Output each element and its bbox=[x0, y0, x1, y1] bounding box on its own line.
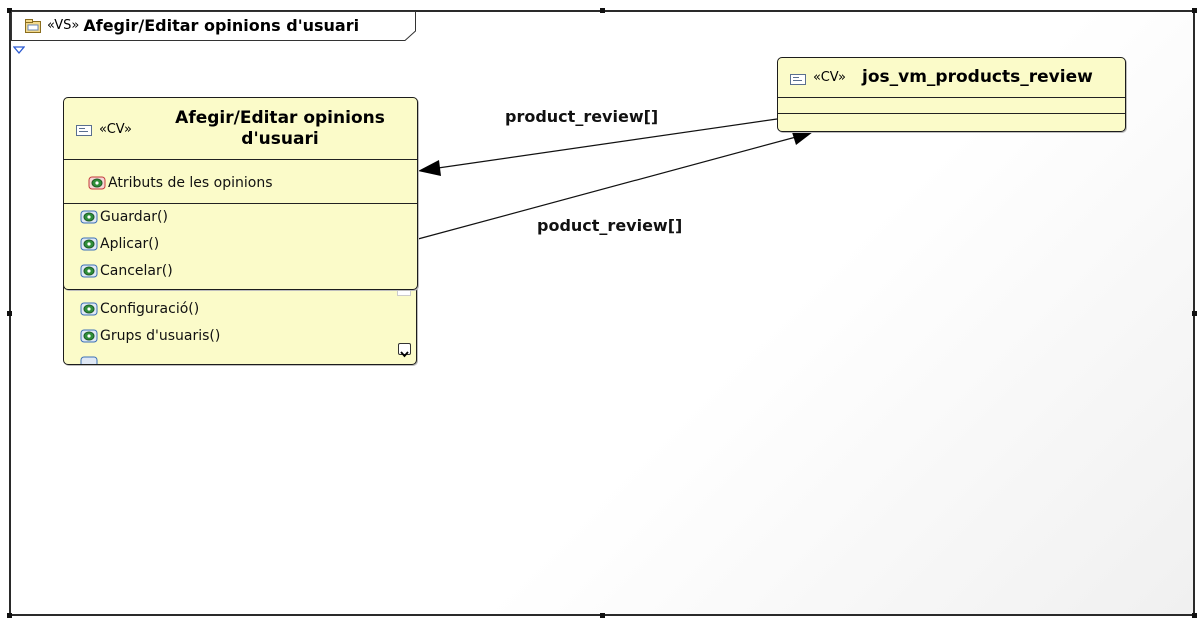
selection-handle[interactable] bbox=[7, 613, 12, 618]
class-view-icon bbox=[76, 125, 92, 136]
class-box-main[interactable]: «CV» Afegir/Editar opinions d'usuari Atr… bbox=[63, 97, 418, 290]
edge-poduct-review[interactable] bbox=[417, 136, 797, 240]
operation-label: Guardar() bbox=[100, 209, 168, 225]
selection-handle[interactable] bbox=[1192, 613, 1197, 618]
selection-handle[interactable] bbox=[1192, 8, 1197, 13]
operation-icon bbox=[80, 302, 98, 316]
operation-icon bbox=[80, 210, 98, 224]
operation-row[interactable]: Aplicar() bbox=[80, 234, 159, 254]
collapse-triangle-icon[interactable] bbox=[13, 45, 25, 55]
operation-label: Aplicar() bbox=[100, 236, 160, 252]
arrowhead-icon bbox=[418, 160, 441, 176]
arrowhead-icon bbox=[791, 129, 813, 145]
attribute-icon bbox=[88, 176, 106, 190]
selection-handle[interactable] bbox=[1192, 311, 1197, 316]
compartment-divider bbox=[778, 97, 1125, 98]
selection-handle[interactable] bbox=[600, 8, 605, 13]
class-box-behind[interactable]: Configuració() Grups d'usuaris() bbox=[63, 280, 417, 365]
class-view-icon bbox=[790, 74, 806, 85]
operation-icon bbox=[80, 356, 98, 364]
class-box-products-review[interactable]: «CV» jos_vm_products_review bbox=[777, 57, 1126, 132]
operation-icon bbox=[80, 329, 98, 343]
compartment-divider bbox=[64, 203, 417, 204]
operation-icon bbox=[80, 237, 98, 251]
attribute-label: Atributs de les opinions bbox=[108, 175, 273, 191]
operation-label: Configuració() bbox=[100, 301, 200, 317]
attribute-row[interactable]: Atributs de les opinions bbox=[88, 173, 273, 193]
compartment-divider bbox=[778, 113, 1125, 114]
operation-row[interactable]: Guardar() bbox=[80, 207, 168, 227]
class-title: jos_vm_products_review bbox=[862, 67, 1093, 87]
view-title: Afegir/Editar opinions d'usuari bbox=[83, 16, 360, 35]
operation-icon bbox=[80, 264, 98, 278]
class-stereotype: «CV» bbox=[99, 122, 132, 137]
operation-row[interactable]: Configuració() bbox=[80, 299, 199, 319]
selection-handle[interactable] bbox=[7, 8, 12, 13]
class-title-line1: Afegir/Editar opinions bbox=[175, 108, 385, 128]
edge-label-poduct-review[interactable]: poduct_review[] bbox=[537, 216, 683, 235]
edge-label-product-review[interactable]: product_review[] bbox=[505, 107, 659, 126]
class-title: Afegir/Editar opinions d'usuari bbox=[152, 108, 408, 150]
operation-label: Grups d'usuaris() bbox=[100, 328, 221, 344]
operation-row[interactable]: Cancelar() bbox=[80, 261, 173, 281]
view-name-tab[interactable]: «VS» Afegir/Editar opinions d'usuari bbox=[11, 11, 416, 41]
compartment-divider bbox=[64, 159, 417, 160]
operation-row-clipped bbox=[80, 353, 100, 364]
class-stereotype: «CV» bbox=[813, 70, 846, 85]
selection-handle[interactable] bbox=[600, 613, 605, 618]
tab-outline bbox=[11, 11, 416, 41]
edge-product-review[interactable] bbox=[437, 118, 778, 169]
selection-handle[interactable] bbox=[7, 311, 12, 316]
view-stereotype: «VS» bbox=[47, 18, 80, 33]
chevron-down-icon bbox=[400, 351, 409, 358]
scroll-down-button[interactable] bbox=[398, 343, 411, 358]
operation-row[interactable]: Grups d'usuaris() bbox=[80, 326, 220, 346]
operation-label: Cancelar() bbox=[100, 263, 173, 279]
view-icon bbox=[25, 18, 41, 33]
class-title-line2: d'usuari bbox=[241, 129, 319, 149]
